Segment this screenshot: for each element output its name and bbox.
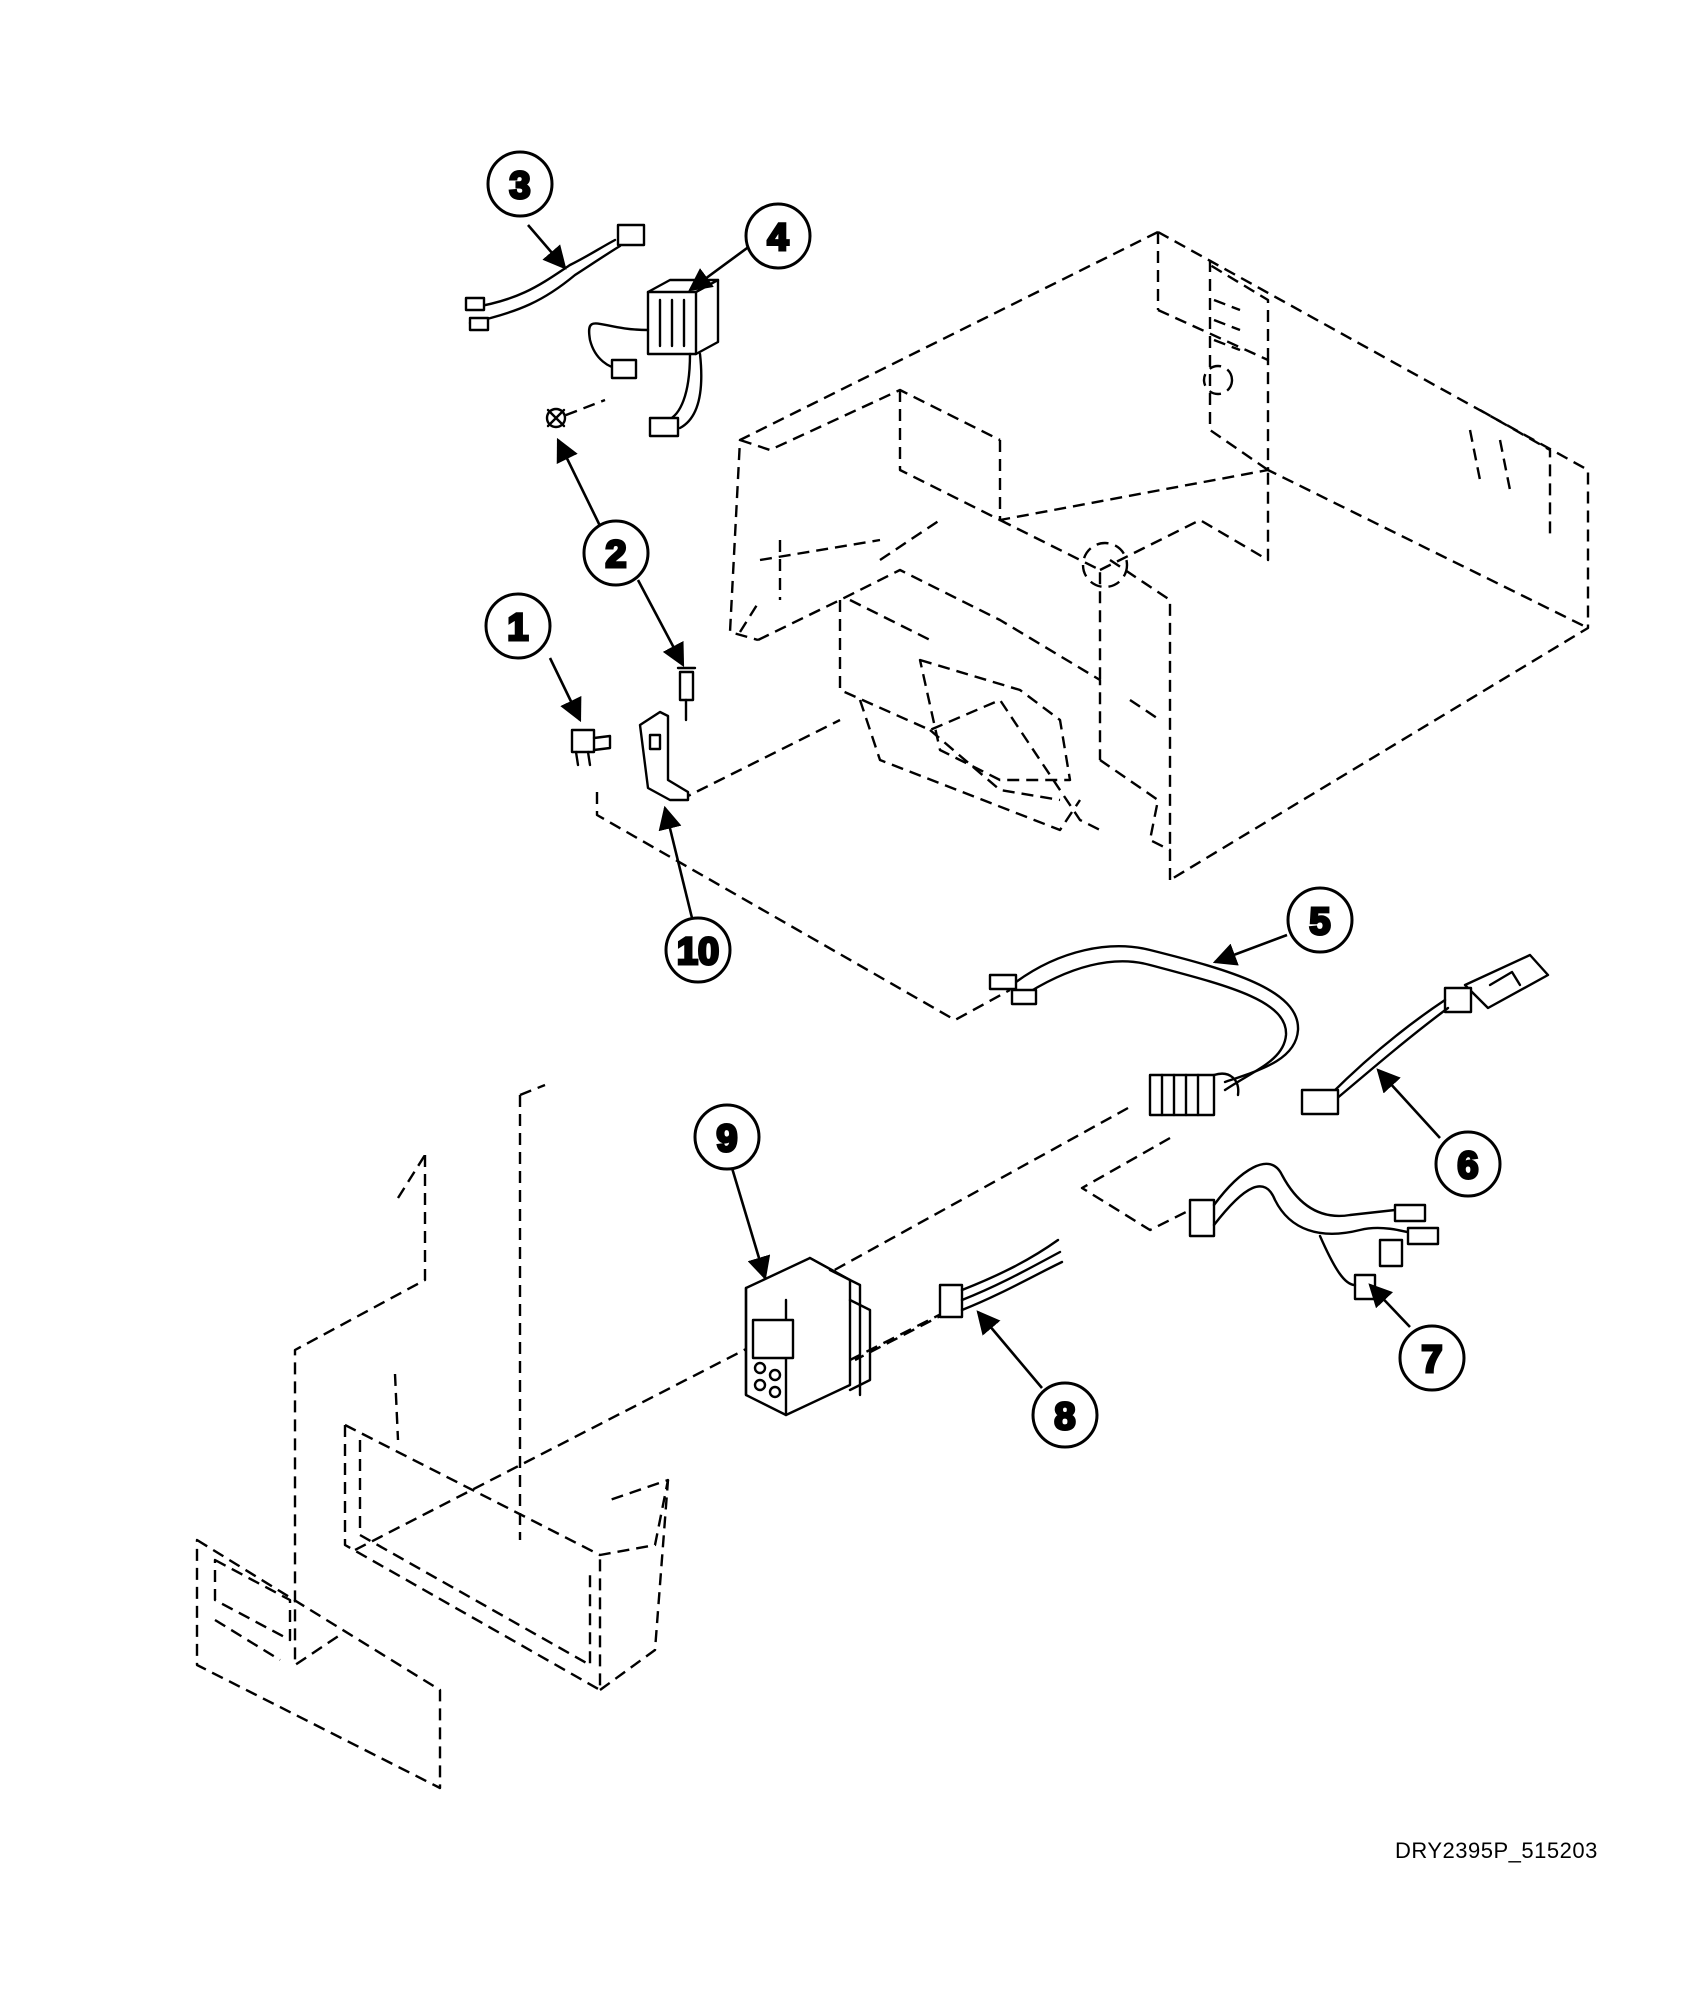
part-9-control-board [744,1256,872,1417]
arrow-7 [1368,1283,1411,1328]
callout-9-label: 9 [716,1118,737,1160]
callout-6: 6 [1434,1130,1502,1198]
arrow-2-down [636,579,685,668]
arrow-4 [688,238,759,292]
assembly-leader-lines [195,398,1191,1790]
callout-6-label: 6 [1457,1145,1478,1187]
part-1-switch [570,728,612,767]
arrow-10 [658,805,694,919]
callout-10-label: 10 [677,931,719,973]
callout-2: 2 [582,519,650,587]
callout-10: 10 [664,916,732,984]
callout-8-label: 8 [1054,1396,1075,1438]
callout-1: 1 [484,592,552,660]
callout-5: 5 [1286,886,1354,954]
part-10-bracket [638,710,690,802]
arrow-8 [976,1310,1043,1389]
arrow-1 [548,657,582,723]
cabinet-base-outline [728,230,1590,882]
callout-4: 4 [744,202,812,270]
part-6-connector-cable [1300,953,1550,1116]
callout-3-label: 3 [509,165,530,207]
part-3-wire-harness [464,223,646,332]
arrow-6 [1376,1068,1441,1139]
part-2-screw-lower [676,666,697,722]
callout-9: 9 [693,1103,761,1171]
callout-7: 7 [1398,1324,1466,1392]
arrow-5 [1212,933,1288,966]
part-4-transformer [587,278,720,438]
arrow-3 [527,224,567,270]
part-8-connector [938,1238,1064,1319]
drawing-id-label: DRY2395P_515203 [1395,1838,1598,1863]
callout-1-label: 1 [507,607,528,649]
arrow-9 [730,1167,771,1281]
part-2-screw-upper [545,407,567,429]
callout-8: 8 [1031,1381,1099,1449]
arrow-2-up [556,437,604,531]
callout-2-label: 2 [605,534,626,576]
part-5-harness [988,945,1300,1117]
part-7-harness [1188,1162,1440,1301]
callout-7-label: 7 [1421,1339,1442,1381]
callout-4-label: 4 [767,217,788,259]
callout-3: 3 [486,150,554,218]
callout-5-label: 5 [1309,901,1330,943]
